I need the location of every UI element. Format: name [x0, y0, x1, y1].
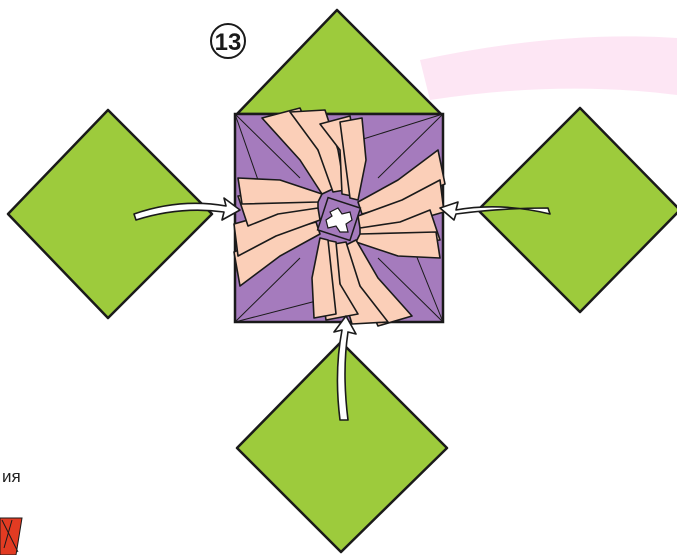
- thumbnail-fragment: [0, 517, 23, 555]
- arrow-right: [439, 201, 551, 221]
- pinwheel-flaps: [233, 107, 446, 327]
- flap-bottom-4: [311, 237, 337, 319]
- step-number-circle: [210, 23, 246, 59]
- background-swoosh: [420, 36, 677, 100]
- top-green-module: [235, 8, 443, 116]
- flap-top-4: [339, 117, 367, 201]
- step-number-badge: 13: [210, 23, 246, 59]
- flap-right-4: [355, 231, 441, 259]
- flap-left-4: [237, 177, 323, 205]
- right-green-module: [476, 106, 677, 314]
- center-window: [316, 196, 362, 242]
- arrow-left: [133, 197, 241, 221]
- bottom-green-module: [235, 340, 449, 554]
- insertion-arrows: [133, 197, 551, 421]
- left-green-module: [6, 108, 214, 320]
- cut-off-text: ия: [2, 467, 21, 486]
- arrow-bottom: [333, 315, 357, 421]
- step-number-label: 13: [215, 29, 242, 56]
